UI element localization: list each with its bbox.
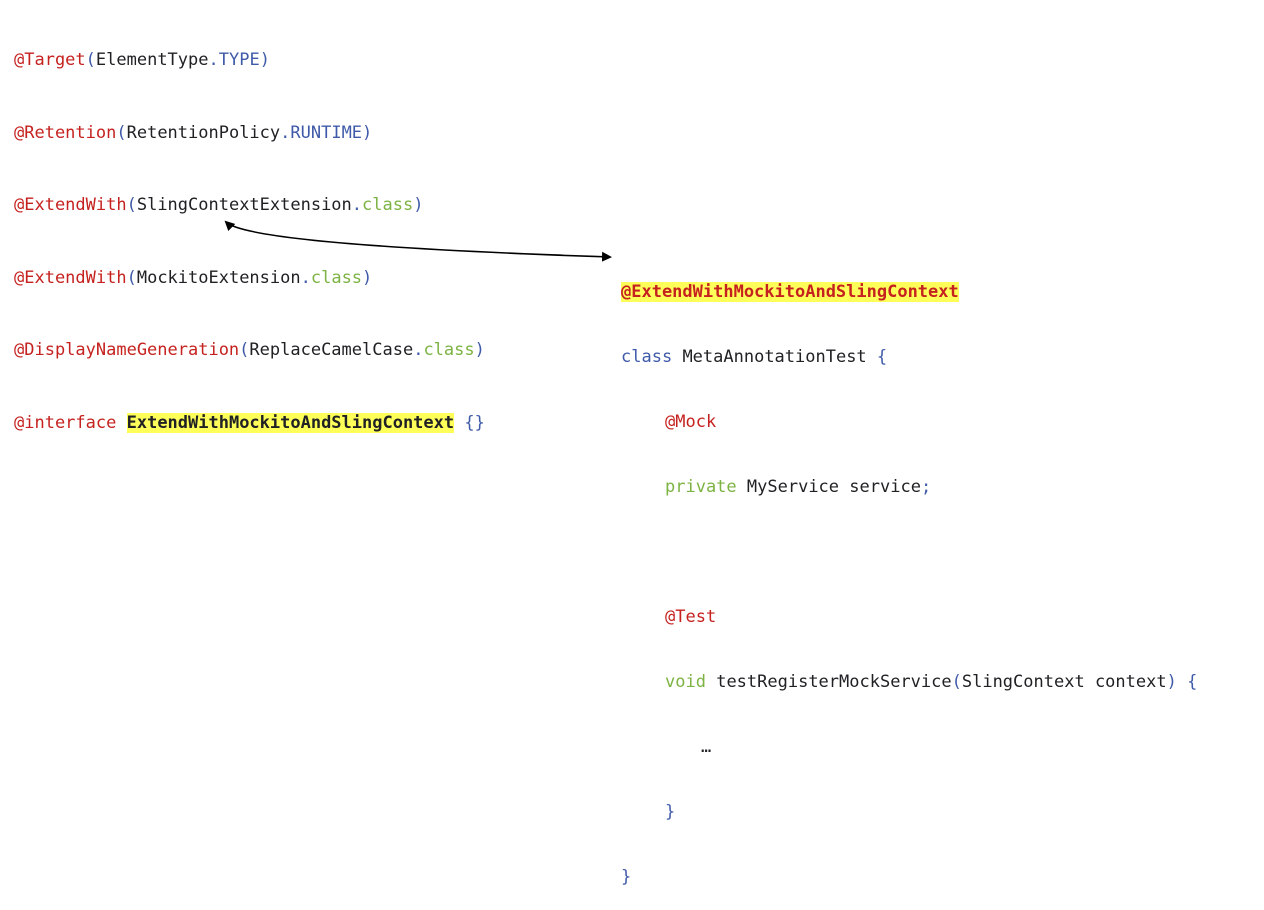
interface-keyword: @interface — [14, 412, 117, 433]
code-line-extendwith-sling: @ExtendWith(SlingContextExtension.class) — [14, 195, 424, 215]
code-line-retention: @Retention(RetentionPolicy.RUNTIME) — [14, 122, 373, 143]
code-line-target: @Target(ElementType.TYPE) — [14, 50, 270, 70]
code-line-class-decl: class MetaAnnotationTest { — [621, 347, 888, 367]
annotation: @ExtendWith — [14, 195, 127, 215]
code-line-extendwith-mockito: @ExtendWith(MockitoExtension.class) — [14, 267, 373, 288]
code-line-ellipsis: … — [701, 737, 712, 757]
code-line-test-annotation: @Test — [665, 607, 717, 627]
code-line-class-close: } — [621, 867, 632, 887]
annotation: @Target — [14, 50, 86, 70]
code-line-interface: @interface ExtendWithMockitoAndSlingCont… — [14, 412, 485, 433]
meta-annotation-usage-highlight: @ExtendWithMockitoAndSlingContext — [621, 282, 959, 302]
annotation: @ExtendWith — [14, 267, 127, 288]
code-line-blank — [621, 540, 1197, 565]
code-line-usage-annotation: @ExtendWithMockitoAndSlingContext — [621, 280, 1197, 305]
meta-annotation-definition: @Target(ElementType.TYPE) @Retention(Ret… — [14, 4, 485, 459]
code-line-field: private MyService service; — [665, 477, 932, 497]
code-line-method-decl: void testRegisterMockService(SlingContex… — [665, 672, 1198, 692]
code-line-method-close: } — [665, 802, 676, 822]
meta-annotation-name-highlight: ExtendWithMockitoAndSlingContext — [126, 412, 455, 433]
annotation: @Retention — [14, 122, 117, 143]
annotation: @DisplayNameGeneration — [14, 340, 240, 360]
code-line-mock-annotation: @Mock — [665, 412, 717, 432]
test-class-usage: @ExtendWithMockitoAndSlingContext class … — [621, 240, 1197, 910]
code-line-displayname: @DisplayNameGeneration(ReplaceCamelCase.… — [14, 340, 485, 360]
